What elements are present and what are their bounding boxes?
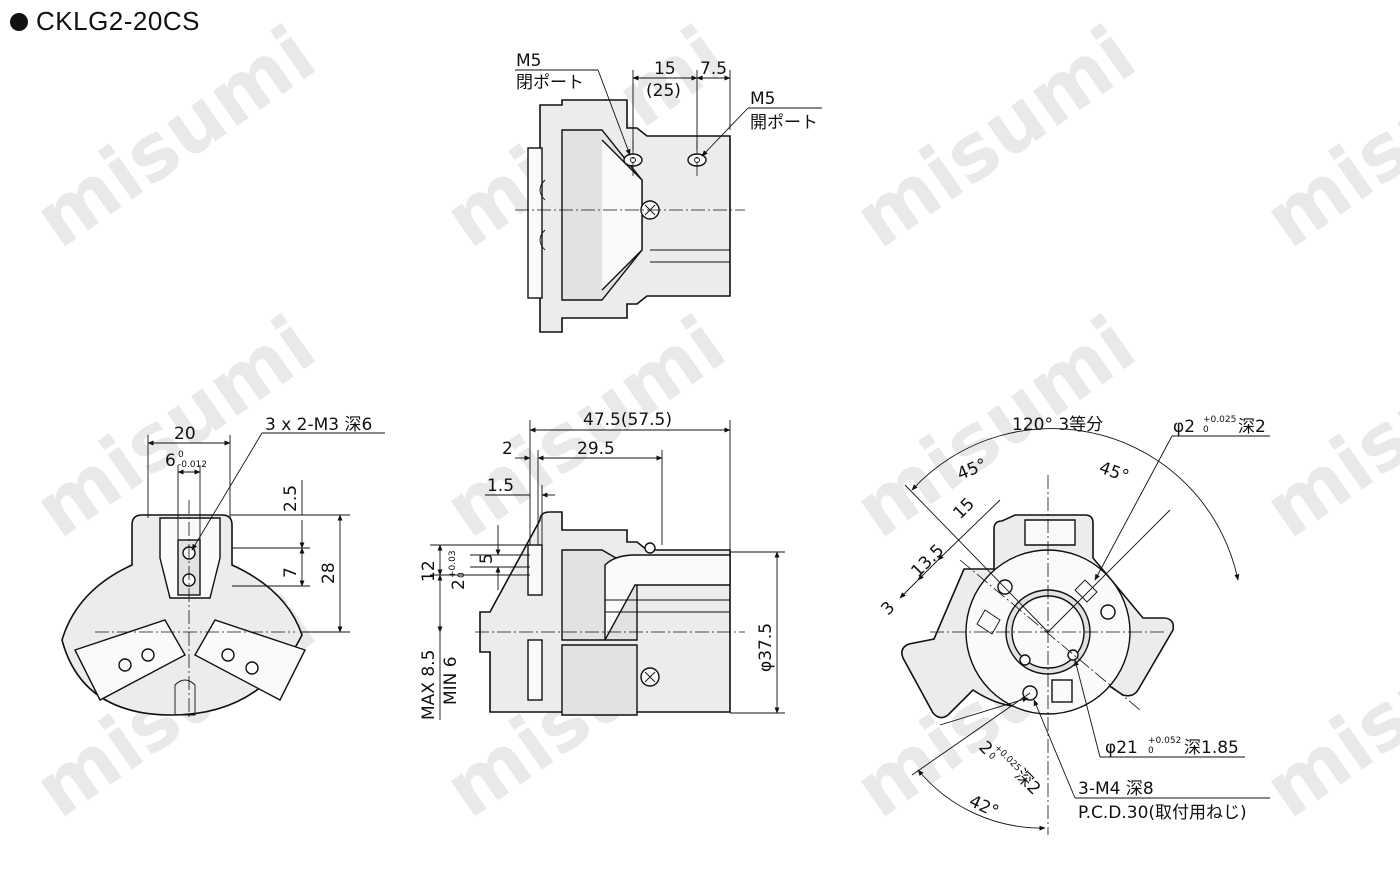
watermark-3: misumi — [839, 9, 1151, 265]
watermark-4: misumi — [1249, 9, 1400, 265]
right-bore-tol-upper: +0.052 — [1148, 736, 1181, 746]
left-end-view: 20 6 0 -0.012 3 x 2-M3 深6 2.5 7 28 — [61, 415, 385, 720]
watermark-12: misumi — [1249, 579, 1400, 835]
top-dim-7-5: 7.5 — [700, 59, 727, 79]
side-dim-2: 2 — [502, 439, 513, 459]
left-dim-28: 28 — [319, 562, 339, 584]
right-bore-tol-lower: 0 — [1148, 746, 1154, 756]
watermark-8: misumi — [1249, 299, 1400, 555]
right-pin-hole: φ2 — [1173, 417, 1195, 437]
left-hole-callout: 3 x 2-M3 深6 — [265, 415, 372, 435]
left-dim-2-5: 2.5 — [281, 485, 301, 512]
side-dia-37-5: φ37.5 — [756, 623, 776, 672]
watermark-7: misumi — [839, 299, 1151, 555]
right-mount-holes: 3-M4 深8 — [1078, 779, 1154, 799]
model-number: CKLG2-20CS — [36, 6, 200, 36]
left-dim-6: 6 — [165, 451, 176, 471]
right-pin-tol-upper: +0.025 — [1203, 415, 1236, 425]
right-pin2-tol-lower: 0 — [986, 751, 997, 762]
side-dim-1-5: 1.5 — [487, 476, 514, 496]
right-dim-13-5: 13.5 — [907, 541, 948, 582]
bullet-dot-icon — [10, 13, 28, 31]
right-angle-42: 42° — [966, 791, 1002, 822]
drawing-title: CKLG2-20CS — [10, 6, 200, 37]
side-dim-5: 5 — [477, 553, 497, 564]
left-dim-7: 7 — [281, 567, 301, 578]
right-dim-3: 3 — [877, 598, 899, 620]
top-dim-15: 15 — [654, 59, 676, 79]
right-pcd: P.C.D.30(取付用ねじ) — [1078, 803, 1247, 823]
right-pin-depth: 深2 — [1238, 417, 1266, 437]
side-dim-29-5: 29.5 — [577, 439, 615, 459]
side-dim-47-5: 47.5(57.5) — [583, 410, 672, 430]
top-port-left-label: M5 — [516, 51, 541, 71]
left-dim-6-tol-lower: -0.012 — [178, 460, 207, 470]
right-bore-depth: 深1.85 — [1184, 738, 1239, 758]
top-port-left-desc: 閉ポート — [516, 73, 584, 93]
side-dim-2-tol: 2 — [449, 579, 469, 590]
side-dim-2-tol-lower: 0 — [457, 572, 467, 578]
right-pin-tol-lower: 0 — [1203, 425, 1209, 435]
right-div-label: 120° 3等分 — [1012, 415, 1103, 435]
right-bore: φ21 — [1105, 738, 1138, 758]
side-view: 47.5(57.5) 29.5 2 1.5 12 5 2 +0.03 0 MAX… — [419, 410, 785, 720]
left-dim-6-tol-upper: 0 — [178, 450, 184, 460]
left-dim-20: 20 — [174, 424, 196, 444]
top-view: 15 (25) 7.5 M5 閉ポート M5 開ポート — [515, 51, 822, 333]
side-stroke-max: MAX 8.5 — [419, 650, 439, 720]
right-angle-45-right: 45° — [1096, 458, 1131, 487]
watermark-1: misumi — [19, 9, 331, 265]
top-port-right-label: M5 — [750, 89, 775, 109]
side-dim-12: 12 — [419, 560, 439, 582]
top-dim-25: (25) — [646, 81, 681, 101]
side-dim-2-tol-upper: +0.03 — [448, 550, 458, 578]
side-stroke-min: MIN 6 — [441, 656, 461, 705]
top-port-right-desc: 開ポート — [750, 113, 818, 133]
